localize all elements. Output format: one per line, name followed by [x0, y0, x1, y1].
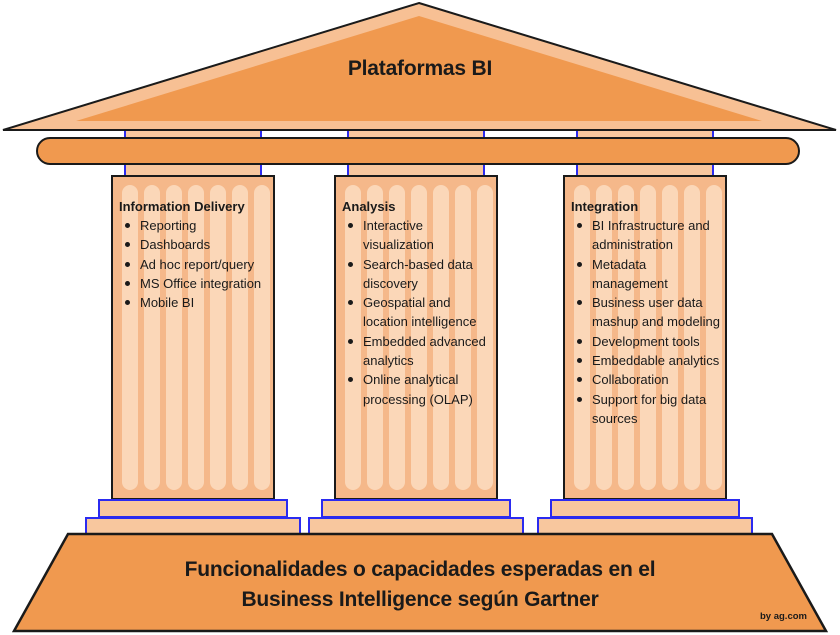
plinth-upper-2: [321, 499, 511, 518]
column-flute: [596, 185, 612, 490]
pillar-integration: Integration BI Infrastructure and admini…: [563, 175, 727, 500]
bullet-item: Mobile BI: [125, 293, 269, 312]
column-flute: [122, 185, 138, 490]
bullet-item: Online analytical processing (OLAP): [348, 370, 492, 409]
bullet-item: Embeddable analytics: [577, 351, 721, 370]
base-title-line1: Funcionalidades o capacidades esperadas …: [184, 558, 656, 581]
plinth-upper-1: [98, 499, 288, 518]
bullet-item: Business user data mashup and modeling: [577, 293, 721, 332]
column-capital-upper-2: [347, 129, 485, 138]
pillar-heading: Information Delivery: [119, 199, 245, 214]
column-flute: [188, 185, 204, 490]
column-capital-upper-3: [576, 129, 714, 138]
pillar-heading: Analysis: [342, 199, 396, 214]
column-capital-lower-2: [347, 165, 485, 175]
column-flute: [254, 185, 270, 490]
bullet-item: Geospatial and location intelligence: [348, 293, 492, 332]
column-capital-upper-1: [124, 129, 262, 138]
bullet-item: MS Office integration: [125, 274, 269, 293]
bullet-item: Support for big data sources: [577, 390, 721, 429]
column-flute: [367, 185, 383, 490]
bullet-item: Search-based data discovery: [348, 255, 492, 294]
column-flute: [389, 185, 405, 490]
bullet-item: Dashboards: [125, 235, 269, 254]
roof-inner-triangle: [76, 16, 762, 121]
column-flute: [166, 185, 182, 490]
bullet-item: Embedded advanced analytics: [348, 332, 492, 371]
pillar-heading: Integration: [571, 199, 639, 214]
pillar-content: Integration BI Infrastructure and admini…: [571, 197, 721, 428]
column-flute: [477, 185, 493, 490]
bullet-item: Collaboration: [577, 370, 721, 389]
bullet-item: BI Infrastructure and administration: [577, 216, 721, 255]
column-flute: [574, 185, 590, 490]
roof-pediment: [2, 1, 837, 131]
base-title: Funcionalidades o capacidades esperadas …: [0, 555, 840, 615]
column-flute: [662, 185, 678, 490]
base-title-line2: Business Intelligence según Gartner: [241, 588, 599, 611]
bullet-item: Reporting: [125, 216, 269, 235]
column-capital-lower-3: [576, 165, 714, 175]
column-flute: [232, 185, 248, 490]
column-flute: [144, 185, 160, 490]
bullet-item: Development tools: [577, 332, 721, 351]
base-trapezoid: [11, 532, 829, 633]
base-stylobate: [11, 532, 829, 633]
column-flute: [640, 185, 656, 490]
column-flute: [684, 185, 700, 490]
credit-text: by ag.com: [760, 611, 807, 622]
column-flute: [618, 185, 634, 490]
bullet-item: Interactive visualization: [348, 216, 492, 255]
bullet-item: Ad hoc report/query: [125, 255, 269, 274]
bullet-item: Metadata management: [577, 255, 721, 294]
plinth-upper-3: [550, 499, 740, 518]
column-flute: [210, 185, 226, 490]
column-flute: [345, 185, 361, 490]
entablature-beam: [36, 137, 800, 165]
column-flute: [411, 185, 427, 490]
diagram-title: Plataformas BI: [347, 57, 493, 80]
column-flute: [433, 185, 449, 490]
column-capital-lower-1: [124, 165, 262, 175]
column-flute: [455, 185, 471, 490]
column-flute: [706, 185, 722, 490]
